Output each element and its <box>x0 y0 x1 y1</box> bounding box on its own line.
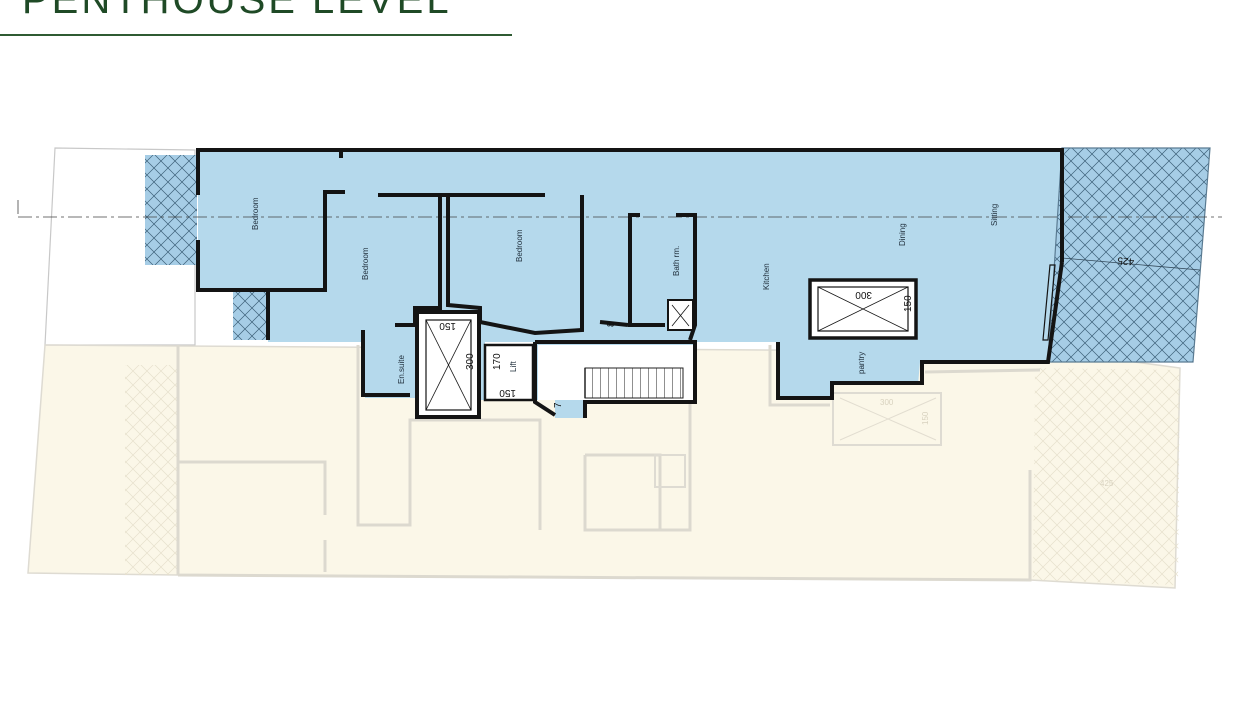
room-label-ensuite: En.suite <box>397 355 406 384</box>
room-label-bathroom: Bath rm. <box>672 246 681 276</box>
section-line <box>17 200 1222 218</box>
room-label-pantry: pantry <box>857 352 866 374</box>
ghost-terrace-width: 425 <box>1100 479 1114 488</box>
ghost-shaft-height: 150 <box>921 411 930 425</box>
page-title: PENTHOUSE LEVEL <box>22 0 452 22</box>
room-label-lift: Lift <box>509 361 518 372</box>
lift-width: 150 <box>499 387 516 398</box>
room-label-sitting: Sitting <box>990 204 999 226</box>
lift-cabin: 170 Lift 150 <box>483 343 535 402</box>
lift-shaft-left: 150 300 <box>415 310 481 419</box>
lower-floor-ghost: 300 150 425 <box>27 344 1181 589</box>
shaft-left-height: 300 <box>465 353 476 370</box>
shaft-right-height: 150 <box>903 295 914 312</box>
title-underline <box>0 34 512 36</box>
penthouse-walls <box>196 148 1064 418</box>
shaft-right-width: 300 <box>855 289 872 300</box>
room-label-kitchen: Kitchen <box>762 263 771 290</box>
room-label-bedroom-2: Bedroom <box>361 247 370 280</box>
lift-shaft-right: 300 150 <box>808 278 918 340</box>
terrace-right: 425 <box>1047 147 1211 363</box>
terrace-width-dimension: 425 <box>1117 254 1135 266</box>
room-label-bedroom-3: Bedroom <box>515 229 524 262</box>
stair-bottom-mark: 7 <box>553 402 564 408</box>
shaft-left-width: 150 <box>439 320 456 331</box>
staircase: 8 7 <box>538 321 693 408</box>
terrace-left <box>145 155 266 340</box>
room-label-dining: Dining <box>898 223 907 246</box>
lift-height: 170 <box>492 353 503 370</box>
ghost-shaft-width: 300 <box>880 398 894 407</box>
stair-top-mark: 8 <box>606 321 617 327</box>
room-label-bedroom-1: Bedroom <box>251 197 260 230</box>
duct-shaft <box>667 299 694 331</box>
